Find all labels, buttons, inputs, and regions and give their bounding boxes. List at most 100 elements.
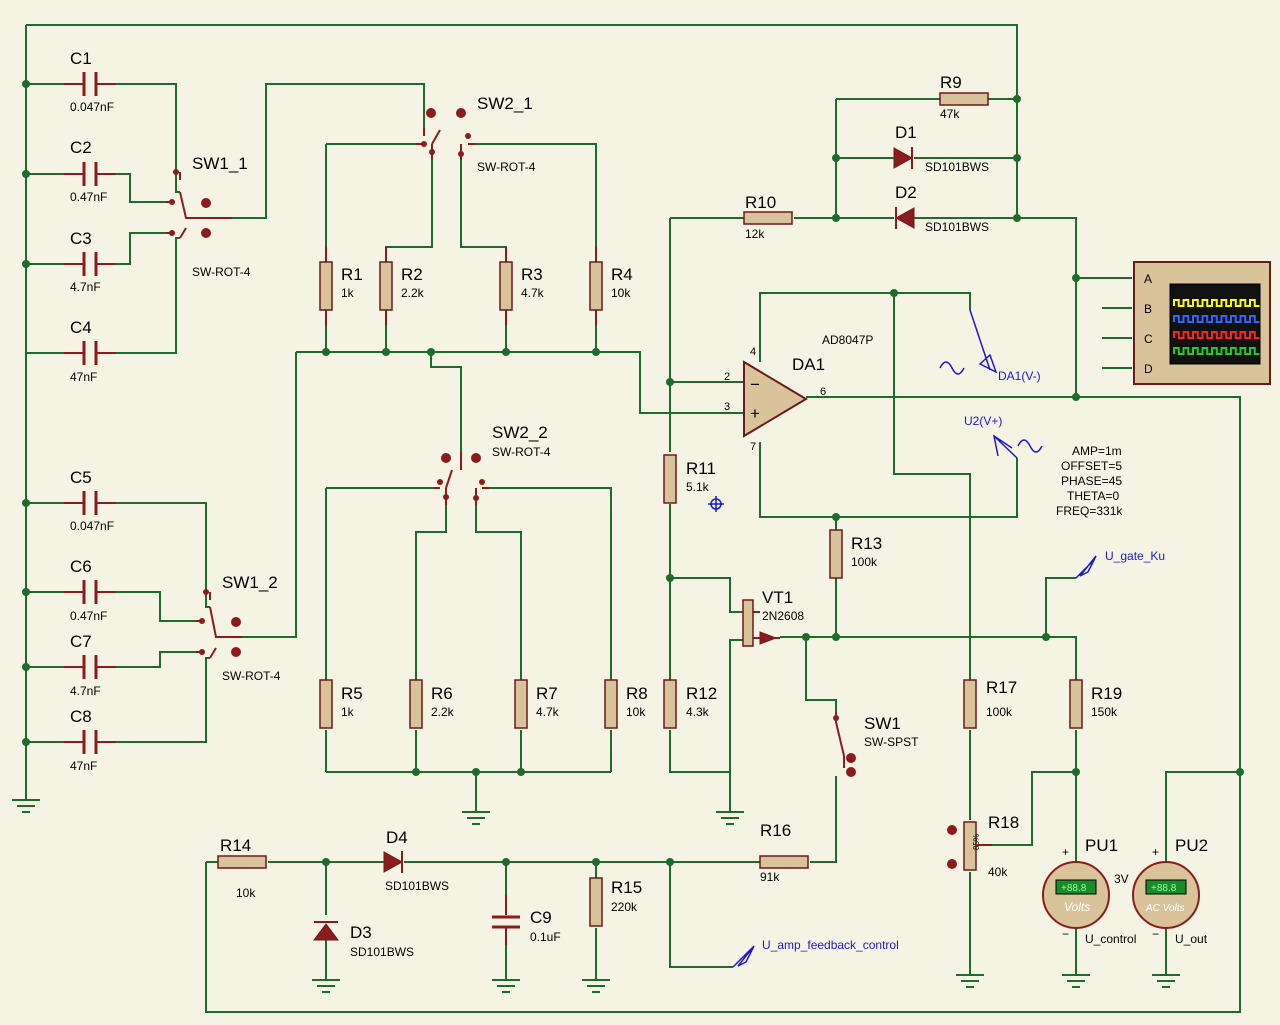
c2-value: 0.47nF (70, 190, 107, 204)
scope-channel-a: A (1144, 272, 1152, 286)
d3-value: SD101BWS (350, 945, 414, 959)
scope-channel-b: B (1144, 302, 1152, 316)
capacitor-c6: C6 0.47nF (64, 557, 116, 623)
d4-ref: D4 (386, 828, 408, 847)
switch-sw1[interactable]: SW1 SW-SPST (833, 712, 919, 777)
resistor-r6: R6 2.2k (409, 679, 455, 729)
r16-value: 91k (760, 870, 780, 884)
scope-trace (1173, 315, 1260, 323)
capacitor-c2: C2 0.47nF (64, 138, 116, 204)
ground-symbols (12, 788, 1180, 993)
resistor-r19: R19 150k (1069, 679, 1122, 729)
r13-value: 100k (851, 555, 878, 569)
resistor-r13: R13 100k (829, 529, 882, 579)
c2-ref: C2 (70, 138, 92, 157)
r9-value: 47k (940, 107, 960, 121)
resistor-r4: R4 10k (589, 247, 633, 325)
c9-ref: C9 (530, 908, 552, 927)
switch-sw2-2[interactable]: SW2_2 SW-ROT-4 (434, 423, 551, 505)
resistor-r7: R7 4.7k (514, 679, 560, 729)
generator-u2v: U2(V+) (964, 414, 1043, 459)
diode-d4: D4 SD101BWS (383, 828, 449, 893)
sw2-2-value: SW-ROT-4 (492, 445, 551, 459)
transistor-vt1: VT1 2N2608 (742, 588, 804, 647)
c3-ref: C3 (70, 229, 92, 248)
r4-value: 10k (611, 286, 631, 300)
sw1-ref: SW1 (864, 714, 901, 733)
oscilloscope[interactable]: A B C D (1133, 261, 1271, 385)
resistor-r2: R2 2.2k (379, 247, 425, 325)
r17-value: 100k (986, 705, 1013, 719)
scope-trace (1173, 299, 1260, 307)
resistor-r14: R14 10k (217, 836, 267, 900)
resistor-r12: R12 4.3k (663, 679, 717, 729)
diode-d2: D2 SD101BWS (894, 183, 989, 234)
r7-ref: R7 (536, 684, 558, 703)
diode-d1: D1 SD101BWS (893, 123, 989, 174)
r1-value: 1k (341, 286, 355, 300)
pu2-display: +88.8 (1151, 883, 1177, 894)
vt1-ref: VT1 (762, 588, 793, 607)
capacitor-c1: C1 0.047nF (64, 49, 116, 114)
da1-pin: 6 (820, 386, 826, 398)
c8-ref: C8 (70, 707, 92, 726)
sw2-1-value: SW-ROT-4 (477, 160, 536, 174)
da1-pin: 2 (724, 371, 730, 383)
ground-icon (1152, 963, 1180, 988)
gen-param-amp: AMP=1m (1072, 444, 1122, 458)
d2-ref: D2 (895, 183, 917, 202)
r3-value: 4.7k (521, 286, 545, 300)
r1-ref: R1 (341, 265, 363, 284)
switch-sw1-1[interactable]: SW1_1 SW-ROT-4 (166, 154, 251, 279)
pu1-ref: PU1 (1085, 836, 1118, 855)
sw1-1-ref: SW1_1 (192, 154, 248, 173)
r11-ref: R11 (686, 459, 716, 478)
resistor-r9: R9 47k (939, 73, 989, 121)
d2-value: SD101BWS (925, 220, 989, 234)
r8-ref: R8 (626, 684, 648, 703)
pu2-plus: + (1152, 845, 1159, 859)
r15-value: 220k (611, 900, 638, 914)
scope-trace (1173, 331, 1260, 339)
ground-icon (1062, 963, 1090, 988)
crosshair-icon (708, 496, 724, 512)
d1-ref: D1 (895, 123, 917, 142)
capacitor-c3: C3 4.7nF (64, 229, 116, 294)
d3-ref: D3 (350, 923, 372, 942)
pu1-display: +88.8 (1061, 883, 1087, 894)
c5-ref: C5 (70, 468, 92, 487)
r6-ref: R6 (431, 684, 453, 703)
pu1-net: U_control (1085, 932, 1136, 946)
r18-value: 40k (988, 865, 1008, 879)
r10-value: 12k (745, 227, 765, 241)
c6-value: 0.47nF (70, 609, 107, 623)
pu2-net: U_out (1175, 932, 1208, 946)
resistor-r3: R3 4.7k (499, 247, 545, 325)
pu2-label: AC Volts (1145, 903, 1185, 914)
switch-sw1-2[interactable]: SW1_2 SW-ROT-4 (196, 573, 281, 683)
c5-value: 0.047nF (70, 519, 114, 533)
voltmeter-pu1: +88.8 Volts + − PU1 3V U_control (1042, 836, 1136, 946)
capacitor-c8: C8 47nF (64, 707, 116, 773)
c4-ref: C4 (70, 318, 92, 337)
r9-ref: R9 (940, 73, 962, 92)
scope-trace (1173, 347, 1260, 355)
gen-param-theta: THETA=0 (1067, 489, 1119, 503)
da1-minus: − (750, 375, 760, 394)
d4-value: SD101BWS (385, 879, 449, 893)
resistor-r11: R11 5.1k (663, 454, 716, 504)
ground-icon (956, 963, 984, 988)
diode-d3: D3 SD101BWS (313, 921, 414, 959)
potentiometer-r18[interactable]: 85% R18 40k (947, 813, 1019, 879)
resistor-r8: R8 10k (604, 679, 648, 729)
r19-ref: R19 (1091, 684, 1122, 703)
r14-value: 10k (236, 886, 256, 900)
ground-icon (462, 800, 490, 825)
da1v-label: DA1(V-) (998, 369, 1041, 383)
da1-value: AD8047P (822, 333, 873, 347)
switch-sw2-1[interactable]: SW2_1 SW-ROT-4 (416, 94, 536, 174)
r8-value: 10k (626, 705, 646, 719)
r15-ref: R15 (611, 878, 642, 897)
ground-icon (492, 968, 520, 993)
